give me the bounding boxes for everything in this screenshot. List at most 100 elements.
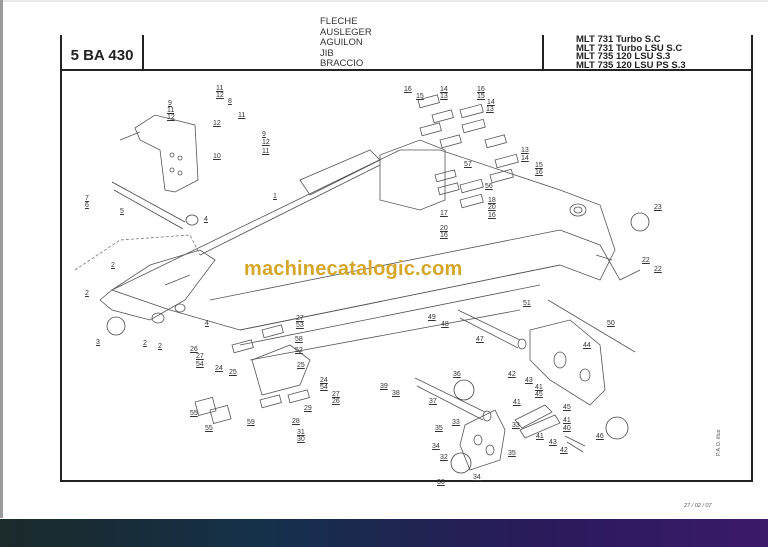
model-item: MLT 735 120 LSU PS S.3 [576,59,686,71]
callout-number: 42 [508,371,516,378]
callout-number: 23 [654,204,662,211]
sliding-block [194,324,311,425]
callout-number: 3 [96,339,100,346]
callout-number: 41 [563,417,571,424]
pin-5 [111,181,199,230]
callout-number: 24 [320,377,328,384]
callout-number: 26 [190,346,198,353]
callout-number: 45 [535,391,543,398]
callout-number: 26 [332,398,340,405]
callout-number: 41 [535,384,543,391]
document-code-box: 5 BA 430 [60,35,144,69]
callout-number: 55 [205,425,213,432]
callout-number: 39 [380,383,388,390]
callout-number: 41 [513,399,521,406]
model-item: MLT 735 120 LSU S.3 [576,51,671,63]
callout-number: 20 [440,225,448,232]
callout-number: 12 [262,139,270,146]
callout-number: 15 [535,162,543,169]
callout-number: 2 [85,290,89,297]
callout-number: 27 [196,353,204,360]
callout-number: 29 [304,405,312,412]
callout-number: 58 [295,336,303,343]
diagram-frame [60,69,753,482]
callout-number: 55 [190,410,198,417]
callout-number: 16 [440,232,448,239]
callout-number: 6 [85,202,89,209]
callout-number: 49 [428,314,436,321]
callout-number: 47 [476,336,484,343]
watermark: machinecatalogic.com [244,258,463,280]
callout-number: 16 [477,86,485,93]
boom-main [110,139,641,361]
callout-number: 31 [297,429,305,436]
wear-pads-top [417,94,519,209]
callout-number: 15 [416,93,424,100]
callout-number: 34 [432,443,440,450]
callout-number: 8 [228,98,232,105]
callout-number: 2 [158,343,162,350]
callout-number: 25 [297,362,305,369]
part-name-en: JIB [320,47,334,59]
model-list-box: MLT 731 Turbo S.C MLT 731 Turbo LSU S.C … [542,35,753,71]
callout-number: 14 [440,86,448,93]
callout-number: 53 [296,322,304,329]
pins-lower [414,299,636,422]
callout-number: 9 [168,100,172,107]
tool-carriage [529,319,606,406]
callout-number: 14 [487,99,495,106]
viewer-left-scrollbar[interactable] [0,0,3,518]
callout-number: 4 [204,216,208,223]
callout-number: 11 [216,85,224,92]
callout-number: 1 [273,193,277,200]
callout-number: 57 [464,161,472,168]
document-code: 5 BA 430 [70,46,134,64]
callout-number: 30 [297,436,305,443]
callout-number: 11 [238,112,246,119]
callout-number: 44 [583,342,591,349]
callout-number: 36 [437,479,445,486]
callout-number: 12 [167,114,175,121]
part-name-es: AGUILON [320,37,363,49]
callout-number: 2 [111,262,115,269]
callout-number: 18 [488,197,496,204]
dashed-leader [74,234,201,271]
callout-number: 41 [536,433,544,440]
boom-head [99,249,216,324]
callout-number: 13 [521,147,529,154]
callout-number: 27 [332,391,340,398]
callout-number: 40 [563,425,571,432]
callout-number: 54 [320,384,328,391]
os-taskbar[interactable] [0,519,768,547]
callout-number: 50 [607,320,615,327]
model-item: MLT 731 Turbo LSU S.C [576,42,683,54]
callout-number: 11 [167,107,175,114]
callout-number: 46 [596,433,604,440]
callout-number: 33 [452,419,460,426]
callout-number: 43 [525,377,533,384]
callout-number: 36 [453,371,461,378]
callout-number: 27 [296,315,304,322]
callout-number: 12 [216,92,224,99]
callout-number: 16 [404,86,412,93]
vertical-note: P.A.O. illus [716,429,722,457]
part-names: FLECHE AUSLEGER AGUILON JIB BRACCIO [320,16,372,70]
callout-number: 51 [523,300,531,307]
callout-number: 38 [392,390,400,397]
callout-number: 14 [521,155,529,162]
callout-number: 22 [642,257,650,264]
part-name-de: AUSLEGER [320,26,372,38]
callout-number: 35 [435,425,443,432]
callout-number: 7 [85,195,89,202]
callout-number: 54 [196,361,204,368]
callout-number: 16 [488,212,496,219]
callout-number: 13 [486,106,494,113]
callout-number: 12 [213,120,221,127]
callout-number: 15 [477,93,485,100]
part-name-fr: FLECHE [320,16,358,27]
callout-number: 48 [441,321,449,328]
callout-number: 37 [429,398,437,405]
part-name-it: BRACCIO [320,58,364,70]
print-date: 27 / 02 / 07 [684,503,712,509]
callout-number: 22 [654,266,662,273]
